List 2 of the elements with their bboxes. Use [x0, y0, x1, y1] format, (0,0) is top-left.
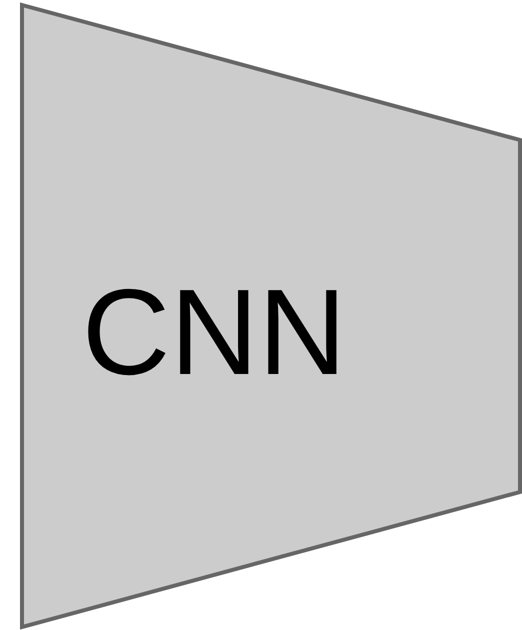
node-label: CNN: [82, 271, 346, 393]
trapezoid-node: [20, 3, 522, 630]
